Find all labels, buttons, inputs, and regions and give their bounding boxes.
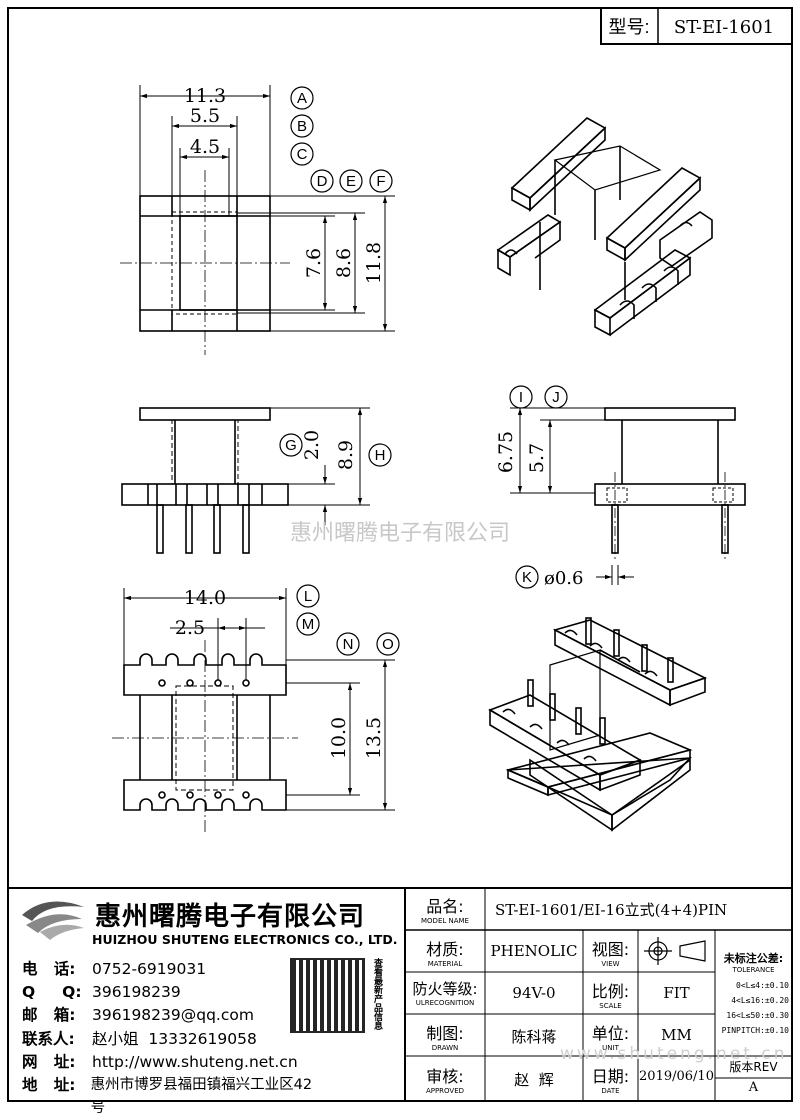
approved-label-cell: 审核: APPROVED	[425, 1067, 465, 1095]
dim-2-0: 2.0	[301, 430, 323, 460]
dim-7-6: 7.6	[303, 248, 325, 278]
dim-pin-diameter: ø0.6	[544, 568, 583, 589]
dim-11-3: 11.3	[184, 85, 226, 107]
dim-11-8: 11.8	[363, 242, 385, 284]
letter-k: K	[522, 569, 532, 586]
tolerance-4: PINPITCH:±0.10	[721, 1026, 789, 1035]
letter-b: B	[297, 118, 307, 135]
contact-row-email: 邮 箱:396198239@qq.com	[22, 1006, 254, 1025]
tolerance-block: 未标注公差: TOLERANCE 0<L≤4:±0.10 4<L≤16:±0.2…	[715, 932, 792, 1054]
top-view-dim-labels: 11.3 5.5 4.5 7.6 8.6 11.8	[184, 85, 385, 284]
model-header: 型号: ST-EI-1601	[600, 7, 793, 45]
dim-10-0: 10.0	[328, 717, 350, 759]
company-watermark: 惠州曙腾电子有限公司	[290, 520, 510, 545]
top-view	[120, 170, 290, 355]
bottom-view	[112, 640, 298, 835]
letter-f: F	[376, 173, 385, 190]
site-watermark: www.shuteng.net.cn	[560, 1044, 788, 1064]
dim-6-75: 6.75	[495, 431, 517, 473]
tolerance-3: 16<L≤50:±0.30	[726, 1011, 789, 1020]
letter-c: C	[297, 146, 308, 163]
date-value: 2019/06/10	[639, 1069, 714, 1084]
flame-label-cell: 防火等级: ULRECOGNITION	[412, 980, 478, 1007]
letter-g: G	[285, 437, 297, 454]
bottom-view-dimensions	[123, 588, 395, 811]
revision-value: A	[748, 1080, 759, 1095]
letter-a: A	[297, 90, 307, 107]
letter-h: H	[375, 447, 386, 464]
dim-14-0: 14.0	[184, 587, 226, 609]
company-name-en: HUIZHOU SHUTENG ELECTRONICS CO., LTD.	[92, 932, 398, 947]
right-side-dim-labels: 6.75 5.7 ø0.6	[495, 431, 583, 589]
contact-row-phone: 电 话:0752-6919031	[22, 960, 207, 978]
approved-value: 赵 辉	[514, 1071, 554, 1089]
company-name-cn: 惠州曙腾电子有限公司	[95, 902, 366, 932]
flame-value: 94V-0	[512, 984, 556, 1002]
bottom-view-dim-labels: 14.0 2.5 10.0 13.5	[175, 587, 385, 759]
letter-d: D	[317, 173, 328, 190]
material-label-cell: 材质: MATERIAL	[426, 940, 464, 968]
company-logo-icon	[22, 901, 84, 940]
side-view-dim-labels: 2.0 8.9	[301, 430, 357, 470]
model-label: 型号:	[608, 17, 649, 37]
scale-value: FIT	[663, 984, 690, 1002]
tolerance-1: 0<L≤4:±0.10	[736, 981, 789, 990]
dim-8-6: 8.6	[333, 248, 355, 278]
model-value: ST-EI-1601	[674, 17, 774, 38]
drawing-frame	[7, 7, 793, 1102]
right-side-view	[594, 407, 746, 560]
projection-view-icon	[644, 937, 706, 965]
scale-label-cell: 比例: SCALE	[591, 982, 630, 1010]
unit-value: MM	[661, 1026, 692, 1044]
material-value: PHENOLIC	[490, 942, 578, 960]
drawn-value: 陈科蒋	[511, 1028, 557, 1046]
dim-13-5: 13.5	[363, 717, 385, 759]
letter-o: O	[382, 636, 394, 653]
dim-5-7: 5.7	[526, 443, 548, 473]
side-view	[121, 407, 289, 554]
qr-caption: 查看最新产品信息	[372, 958, 382, 1030]
drawn-label-cell: 制图: DRAWN	[426, 1024, 464, 1052]
revision-label: 版本REV	[729, 1060, 778, 1074]
contact-row-website: 网 址:http://www.shuteng.net.cn	[22, 1052, 298, 1071]
dim-8-9: 8.9	[335, 440, 357, 470]
right-side-dimensions	[510, 407, 634, 585]
isometric-view-top	[496, 117, 713, 337]
contact-row-person: 联系人:赵小姐 13332619058	[22, 1029, 257, 1048]
tolerance-2: 4<L≤16:±0.20	[731, 996, 789, 1005]
letter-i: I	[519, 389, 523, 406]
product-value: ST-EI-1601/EI-16立式(4+4)PIN	[495, 901, 728, 919]
letter-n: N	[343, 636, 354, 653]
dim-5-5: 5.5	[190, 105, 220, 127]
dim-2-5: 2.5	[175, 617, 205, 639]
title-block-lines	[8, 887, 792, 1101]
callout-letters	[279, 86, 568, 656]
isometric-view-bottom	[488, 617, 708, 832]
unit-label-cell: 单位: UNIT	[591, 1024, 630, 1052]
product-label-cell: 品名: MODEL NAME	[421, 897, 469, 925]
letter-e: E	[346, 173, 356, 190]
letter-m: M	[302, 616, 315, 633]
dim-4-5: 4.5	[190, 136, 220, 158]
date-label-cell: 日期: DATE	[591, 1067, 630, 1095]
contact-row-qq: Q Q:396198239	[22, 983, 181, 1002]
contact-list: 电 话:0752-6919031 Q Q:396198239 邮 箱:39619…	[22, 958, 322, 1116]
contact-row-address: 地 址:惠州市博罗县福田镇福兴工业区42号	[22, 1076, 313, 1117]
letter-l: L	[304, 588, 312, 605]
qr-code-icon[interactable]	[290, 958, 365, 1033]
side-view-dimensions	[270, 407, 370, 525]
top-view-dimensions	[139, 85, 395, 332]
view-label-cell: 视图: VIEW	[591, 940, 630, 968]
letter-j: J	[552, 389, 560, 406]
callout-letter-text: A B C D E F G H I J K L M N O	[285, 90, 560, 653]
